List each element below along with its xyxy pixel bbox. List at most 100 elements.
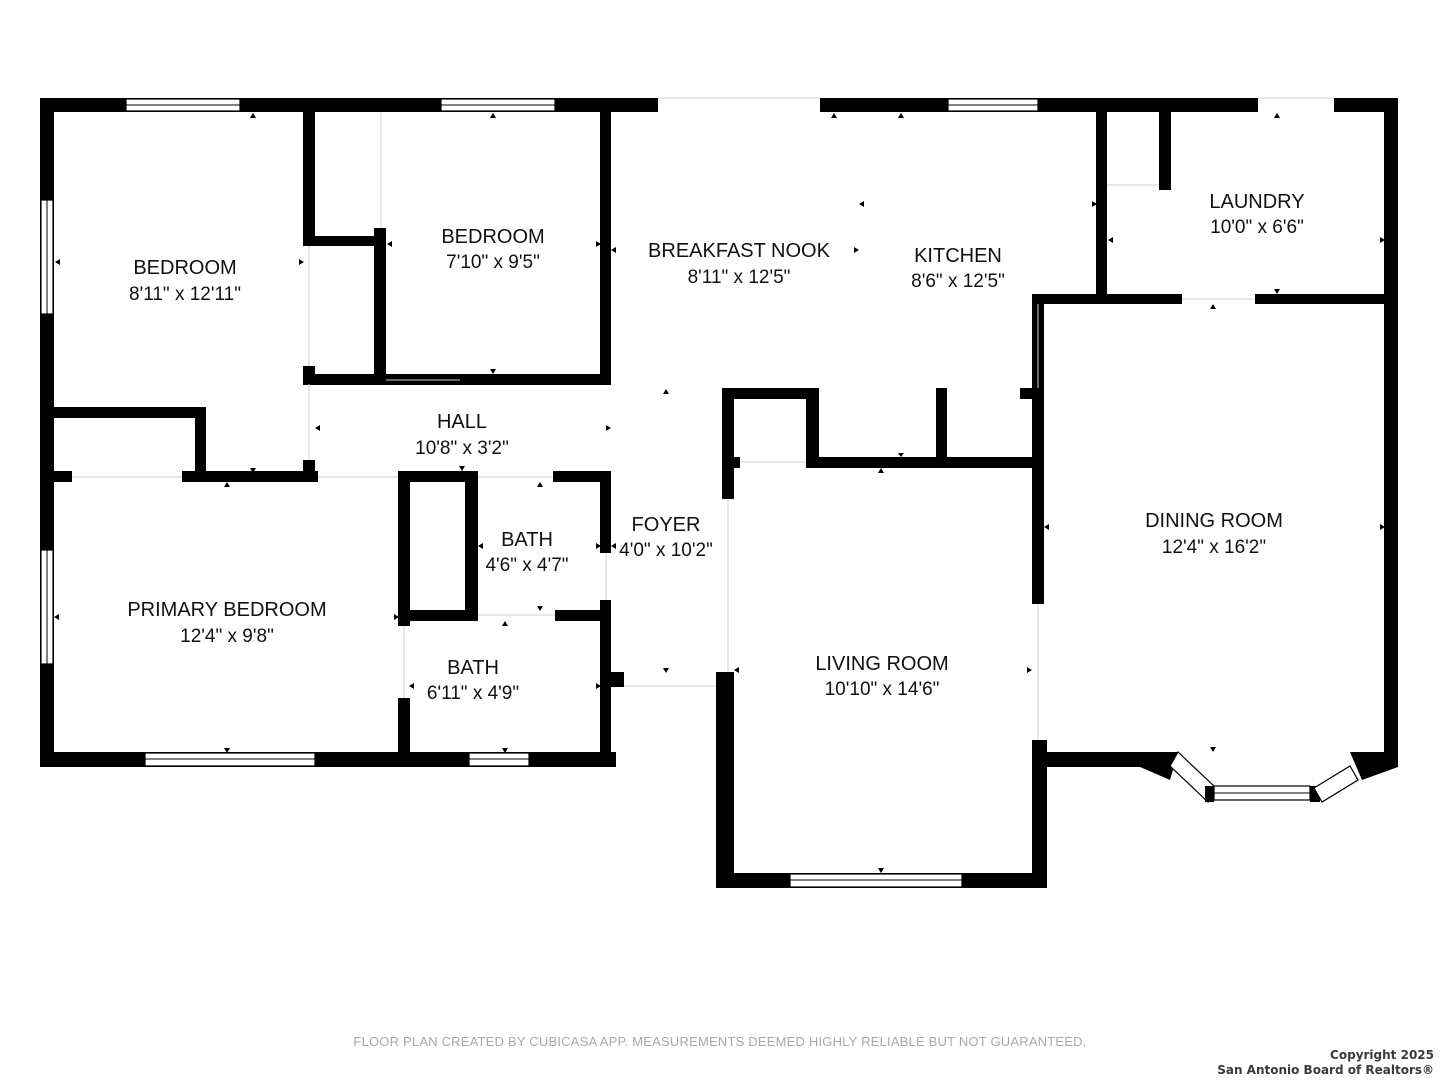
arrow-marker [1108, 237, 1113, 243]
room-dims-primary-bedroom: 12'4" x 9'8" [180, 626, 274, 647]
arrow-marker [478, 543, 483, 549]
arrow-marker [315, 425, 320, 431]
bay-mullion-left [1205, 786, 1214, 802]
arrow-marker [409, 683, 414, 689]
wall-dining-left [1032, 294, 1044, 604]
wall-bedroom1-bottom-a [40, 471, 72, 482]
room-name-bedroom-2: BEDROOM [441, 226, 544, 248]
room-dims-bath-1: 4'6" x 4'7" [485, 555, 568, 576]
arrow-marker [502, 748, 508, 753]
wall-closet-shelf [303, 236, 385, 246]
arrow-marker [394, 614, 399, 620]
arrow-marker [606, 425, 611, 431]
arrow-marker [663, 389, 669, 394]
arrow-marker [898, 113, 904, 118]
arrow-marker [54, 614, 59, 620]
floor-plan-disclaimer: FLOOR PLAN CREATED BY CUBICASA APP. MEAS… [353, 1034, 1087, 1049]
arrow-marker [250, 113, 256, 118]
wall-bedroom1-closet-top [40, 407, 206, 418]
arrow-marker [859, 201, 864, 207]
wall-foyer-left-stub [600, 672, 624, 687]
arrow-marker [1210, 304, 1216, 309]
arrow-marker [490, 369, 496, 374]
arrow-marker [490, 113, 496, 118]
room-dims-bedroom-1: 8'11" x 12'11" [129, 284, 241, 305]
arrow-marker [611, 543, 616, 549]
arrow-marker [596, 543, 601, 549]
wall-living-left [722, 457, 734, 499]
arrow-marker [596, 683, 601, 689]
room-name-laundry: LAUNDRY [1209, 191, 1304, 213]
wall-kitchen-stub-right [1020, 388, 1042, 399]
arrow-marker [1092, 201, 1097, 207]
wall-laundry-left [1096, 112, 1107, 302]
arrow-marker [55, 259, 60, 265]
arrow-marker [537, 606, 543, 611]
wall-laundry-closet-bottom [1159, 182, 1171, 190]
arrow-marker [596, 241, 601, 247]
arrow-marker [1274, 113, 1280, 118]
arrow-marker [387, 241, 392, 247]
wall-dining-bottom-left [1032, 752, 1144, 767]
bay-window [1140, 751, 1398, 803]
arrow-marker [611, 247, 616, 253]
wall-bedroom2-right [600, 112, 611, 384]
arrow-marker [1380, 524, 1385, 530]
arrow-marker [1274, 289, 1280, 294]
room-dims-breakfast-nook: 8'11" x 12'5" [688, 267, 791, 288]
wall-left-outer [40, 98, 54, 767]
arrow-marker [898, 453, 904, 457]
wall-living-top [806, 457, 1042, 468]
room-labels: BEDROOM 8'11" x 12'11" BEDROOM 7'10" x 9… [127, 191, 1304, 704]
room-name-bedroom-1: BEDROOM [133, 257, 236, 279]
room-name-breakfast-nook: BREAKFAST NOOK [648, 240, 831, 262]
room-dims-kitchen: 8'6" x 12'5" [911, 271, 1005, 292]
room-name-bath-1: BATH [501, 529, 553, 551]
windows [40, 97, 1334, 888]
door-openings [72, 112, 1255, 740]
copyright-line-1: Copyright 2025 [1330, 1048, 1434, 1062]
room-dims-laundry: 10'0" x 6'6" [1210, 217, 1304, 238]
wall-primary-right-lower [398, 698, 410, 767]
arrow-marker [734, 667, 739, 673]
arrow-marker [854, 247, 859, 253]
arrow-marker [878, 468, 884, 473]
arrow-marker [537, 482, 543, 487]
wall-bedroom1-right [303, 112, 315, 246]
wall-kitchen-stub [936, 388, 947, 468]
arrow-marker [1044, 524, 1049, 530]
wall-bath-top-b [553, 471, 611, 482]
room-dims-hall: 10'8" x 3'2" [415, 438, 509, 459]
room-dims-dining-room: 12'4" x 16'2" [1162, 537, 1266, 558]
wall-closet-right [465, 471, 478, 621]
arrow-marker [1380, 237, 1385, 243]
room-dims-foyer: 4'0" x 10'2" [619, 540, 713, 561]
arrow-marker [831, 113, 837, 118]
room-name-foyer: FOYER [632, 514, 701, 536]
wall-living-right [1032, 752, 1047, 888]
arrow-marker [459, 466, 465, 471]
dimension-markers [54, 113, 1385, 873]
wall-living-closet-top [722, 388, 819, 399]
opening-laundry-top [1258, 98, 1334, 112]
wall-dining-top-b [1255, 294, 1398, 304]
arrow-marker [502, 621, 508, 626]
wall-bath-divider-a [398, 610, 478, 621]
copyright-line-2: San Antonio Board of Realtors® [1217, 1063, 1434, 1077]
wall-living-left-lower [716, 672, 734, 888]
copyright-notice: Copyright 2025 San Antonio Board of Real… [1217, 1048, 1434, 1078]
wall-bedroom2-left [374, 228, 386, 384]
room-name-dining-room: DINING ROOM [1145, 510, 1283, 532]
arrow-marker [1027, 667, 1032, 673]
bay-window-right-pane [1313, 765, 1359, 803]
arrow-marker [878, 868, 884, 873]
room-name-hall: HALL [437, 411, 487, 433]
wall-bedroom1-closet-right [195, 407, 206, 482]
wall-laundry-closet-right [1159, 112, 1171, 190]
arrow-marker [250, 468, 256, 473]
arrow-marker [224, 482, 230, 487]
bay-wall-right [1350, 752, 1398, 780]
room-dims-bath-2: 6'11" x 4'9" [427, 683, 519, 704]
